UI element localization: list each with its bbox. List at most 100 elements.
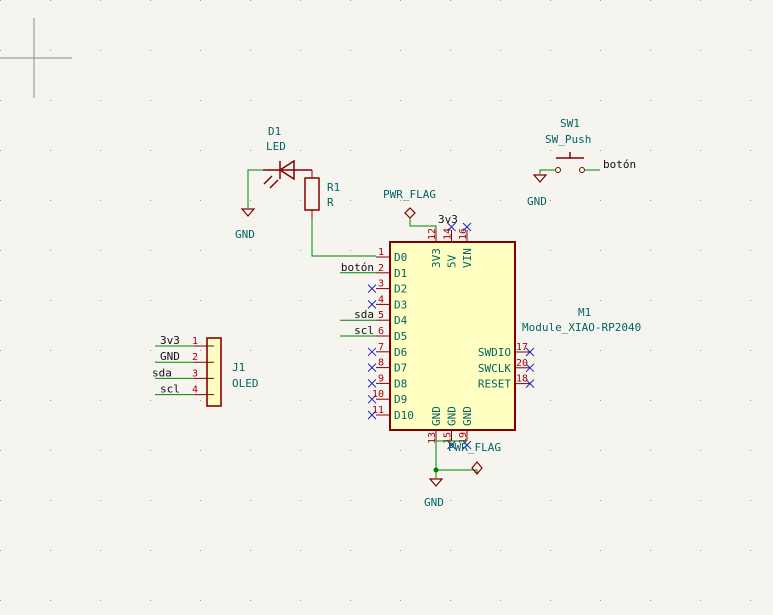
m1-pin-number: 17 — [516, 342, 528, 353]
m1-pin-number: 5 — [378, 310, 384, 321]
wire-led-gnd — [247, 169, 263, 208]
m1-pin-d9[interactable]: 10 D9 — [367, 389, 407, 406]
pwr-flag-bottom: PWR_FLAG — [448, 441, 501, 475]
r1-value: R — [327, 196, 334, 209]
m1-pin-name: SWDIO — [478, 346, 511, 359]
pwr-flag-top: PWR_FLAG — [383, 188, 436, 219]
resistor-r1-symbol[interactable]: R1 R — [304, 170, 340, 218]
m1-pin-swdio[interactable]: SWDIO 17 — [478, 342, 535, 359]
m1-pin-name: D1 — [394, 267, 407, 280]
wire-pwrflag-3v3 — [409, 218, 437, 230]
net-label-scl: scl — [354, 324, 374, 337]
m1-value: Module_XIAO-RP2040 — [522, 321, 641, 334]
m1-pin-name: D7 — [394, 362, 407, 375]
background-grid — [0, 0, 751, 601]
net-label-botón: botón — [341, 261, 374, 274]
no-connect-marker — [462, 440, 472, 450]
no-connect-marker — [462, 222, 472, 232]
m1-ref: M1 — [578, 306, 591, 319]
m1-pin-name: D8 — [394, 377, 407, 390]
m1-pin-d8[interactable]: 9 D8 — [367, 373, 407, 390]
wire-sw-gnd — [539, 169, 556, 174]
gnd-label-led: GND — [235, 228, 255, 241]
m1-pin-d0[interactable]: 1 D0 — [376, 247, 407, 264]
m1-pin-name: GND — [461, 406, 474, 426]
led-d1-symbol[interactable]: D1 LED — [263, 125, 312, 189]
m1-pin-number: 20 — [516, 358, 528, 369]
gnd-label-switch: GND — [527, 195, 547, 208]
no-connect-marker — [447, 440, 456, 450]
no-connect-marker — [367, 410, 377, 420]
m1-pin-name: VIN — [461, 248, 474, 268]
m1-pin-name: D0 — [394, 251, 407, 264]
m1-pin-number: 11 — [372, 405, 384, 416]
no-connect-marker — [447, 222, 456, 232]
wire-junction — [433, 467, 439, 473]
no-connect-marker — [367, 300, 377, 309]
m1-pin-gnd-19[interactable]: GND 19 — [458, 406, 474, 450]
m1-pin-3v3[interactable]: 12 3V3 — [427, 228, 443, 268]
m1-pin-number: 14 — [443, 228, 454, 240]
gnd-symbol-switch: GND — [527, 174, 548, 208]
pwr-flag-bottom-label: PWR_FLAG — [448, 441, 501, 454]
m1-pin-d5[interactable]: 6 D5 scl — [340, 324, 407, 343]
m1-pin-name: D9 — [394, 393, 407, 406]
wire-r1-d0 — [311, 218, 376, 257]
gnd-label-module: GND — [424, 496, 444, 509]
no-connect-marker — [525, 347, 535, 357]
m1-pin-name: D5 — [394, 330, 407, 343]
m1-pin-number: 2 — [378, 263, 384, 274]
m1-pin-number: 19 — [458, 432, 469, 444]
m1-pin-name: D3 — [394, 298, 407, 311]
m1-pin-swclk[interactable]: SWCLK 20 — [478, 358, 535, 375]
gnd-symbol-module: GND — [424, 478, 444, 509]
m1-pin-name: 3V3 — [430, 248, 443, 268]
m1-pin-name: SWCLK — [478, 362, 511, 375]
m1-pin-number: 9 — [378, 373, 384, 384]
gnd-symbol-led: GND — [235, 208, 256, 241]
m1-pin-name: D6 — [394, 346, 407, 359]
m1-pin-name: GND — [446, 406, 459, 426]
cursor-crosshair — [0, 18, 72, 98]
net-label-3v3-top: 3v3 — [438, 213, 458, 226]
m1-pin-number: 16 — [458, 228, 469, 240]
no-connect-marker — [525, 379, 535, 388]
m1-pin-number: 12 — [427, 228, 438, 240]
no-connect-marker — [367, 379, 377, 388]
switch-sw1-symbol[interactable]: SW1 SW_Push — [545, 117, 591, 173]
m1-pin-d3[interactable]: 4 D3 — [367, 294, 407, 311]
m1-pin-number: 6 — [378, 326, 384, 337]
m1-pin-number: 10 — [372, 389, 384, 400]
no-connect-marker — [367, 394, 377, 404]
j1-ref: J1 — [232, 361, 245, 374]
no-connect-marker — [367, 363, 377, 372]
sw1-net-label: botón — [603, 158, 636, 171]
m1-pin-d1[interactable]: 2 D1 botón — [340, 261, 407, 280]
m1-pin-number: 18 — [516, 374, 528, 385]
pwr-flag-top-label: PWR_FLAG — [383, 188, 436, 201]
d1-value: LED — [266, 140, 286, 153]
j1-pin-number: 4 — [192, 385, 198, 396]
m1-pin-number: 4 — [378, 294, 384, 305]
sw1-ref: SW1 — [560, 117, 580, 130]
no-connect-marker — [367, 284, 377, 293]
m1-pin-number: 1 — [378, 247, 384, 258]
wire-pwrflag-gnd — [436, 469, 478, 474]
